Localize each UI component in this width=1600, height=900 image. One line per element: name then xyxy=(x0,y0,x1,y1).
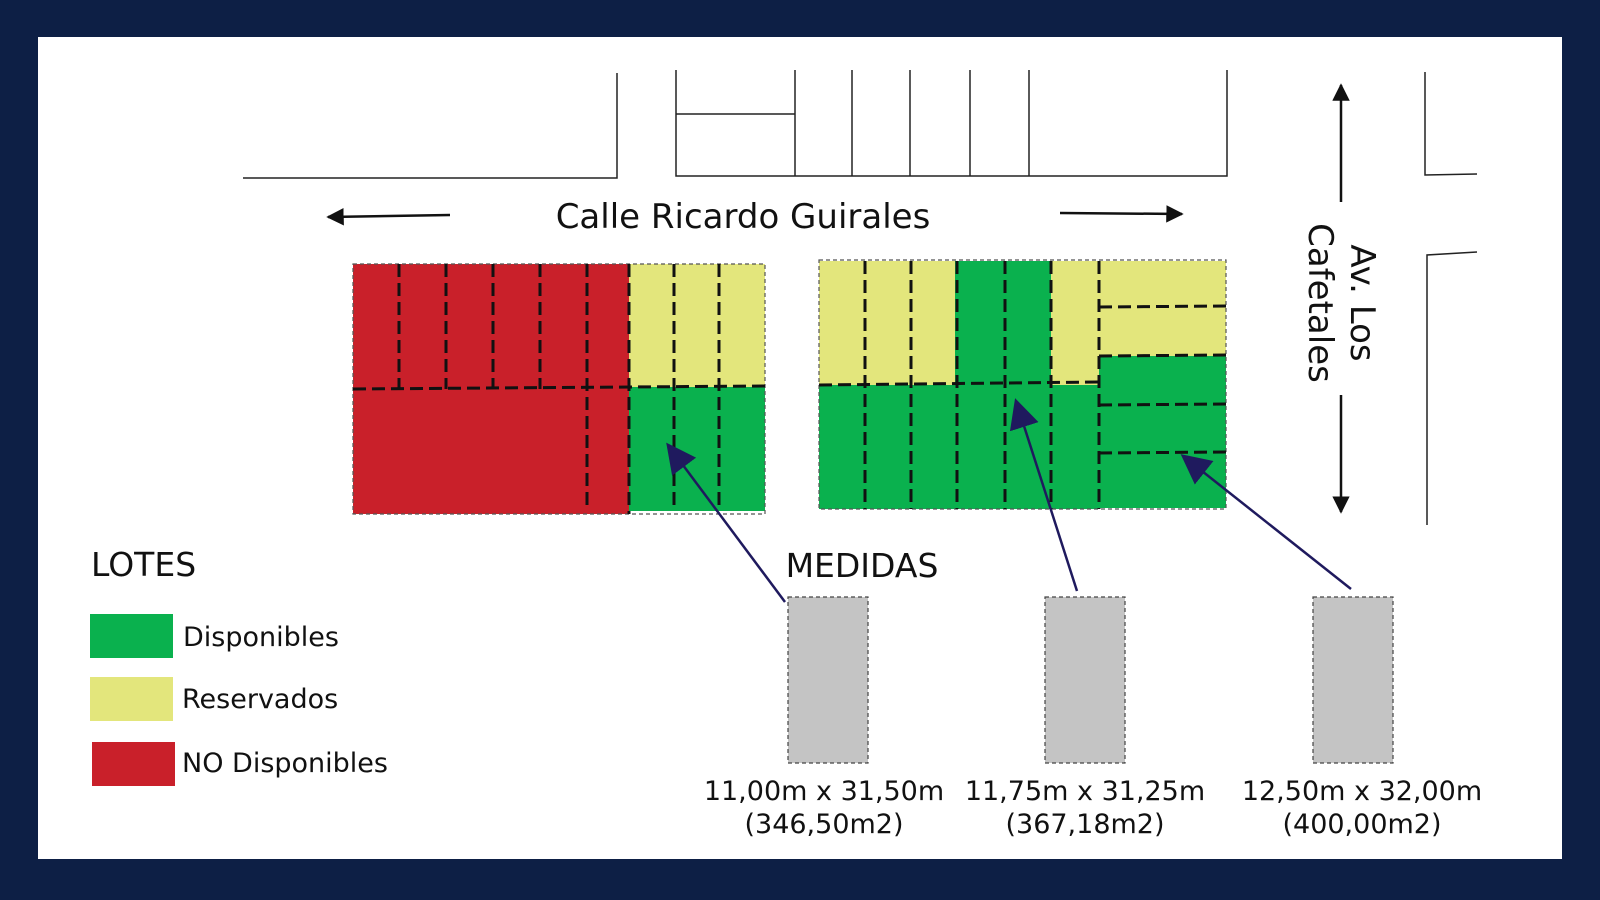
measures-title: MEDIDAS xyxy=(786,546,939,585)
street-label-vertical-line2: Cafetales xyxy=(1300,223,1340,383)
lots-reservados xyxy=(1051,261,1099,385)
legend-swatch-no-disponibles xyxy=(92,742,175,786)
legend-label-disponibles: Disponibles xyxy=(183,622,339,653)
lots-disponibles xyxy=(819,385,1099,509)
lots-reservados xyxy=(629,264,765,387)
measures: MEDIDAS 11,00m x 31,50m (346,50m2) 11,75… xyxy=(704,546,1482,840)
pointer-arrow-icon xyxy=(1009,398,1079,592)
measure-dims-1: 11,00m x 31,50m xyxy=(704,776,944,807)
lots-disponibles xyxy=(629,387,765,511)
sample-lot-3 xyxy=(1312,596,1394,764)
lots-reservados xyxy=(1099,261,1226,356)
arrow-left-icon xyxy=(326,207,451,226)
pointer-arrow-icon xyxy=(1180,454,1352,590)
lots-disponibles xyxy=(1099,356,1226,508)
block-left xyxy=(352,263,766,515)
legend-swatch-disponibles xyxy=(90,614,173,658)
measure-area-3: (400,00m2) xyxy=(1282,809,1441,840)
lots-disponibles xyxy=(955,261,1051,385)
street-label-vertical: Av. Los Cafetales xyxy=(1300,223,1382,383)
legend-swatch-reservados xyxy=(90,677,173,721)
lots-reservados xyxy=(819,261,955,385)
legend: LOTES Disponibles Reservados NO Disponib… xyxy=(90,545,388,786)
street-label-vertical-line1: Av. Los xyxy=(1342,244,1382,361)
measure-dims-2: 11,75m x 31,25m xyxy=(965,776,1205,807)
arrow-right-icon xyxy=(1059,205,1184,223)
surrounding-blocks xyxy=(243,70,1478,525)
block-right xyxy=(818,259,1227,510)
pointer-arrow-icon xyxy=(666,442,787,603)
measure-area-2: (367,18m2) xyxy=(1005,809,1164,840)
sample-lot-1 xyxy=(787,596,869,764)
legend-label-no-disponibles: NO Disponibles xyxy=(182,748,388,779)
measure-area-1: (346,50m2) xyxy=(744,809,903,840)
street-label-horizontal: Calle Ricardo Guirales xyxy=(556,197,931,237)
legend-title: LOTES xyxy=(91,545,196,584)
legend-label-reservados: Reservados xyxy=(182,684,338,715)
pointer-arrows xyxy=(666,398,1352,603)
sample-lot-2 xyxy=(1044,596,1126,764)
street-arrows xyxy=(326,83,1350,514)
measure-dims-3: 12,50m x 32,00m xyxy=(1242,776,1482,807)
